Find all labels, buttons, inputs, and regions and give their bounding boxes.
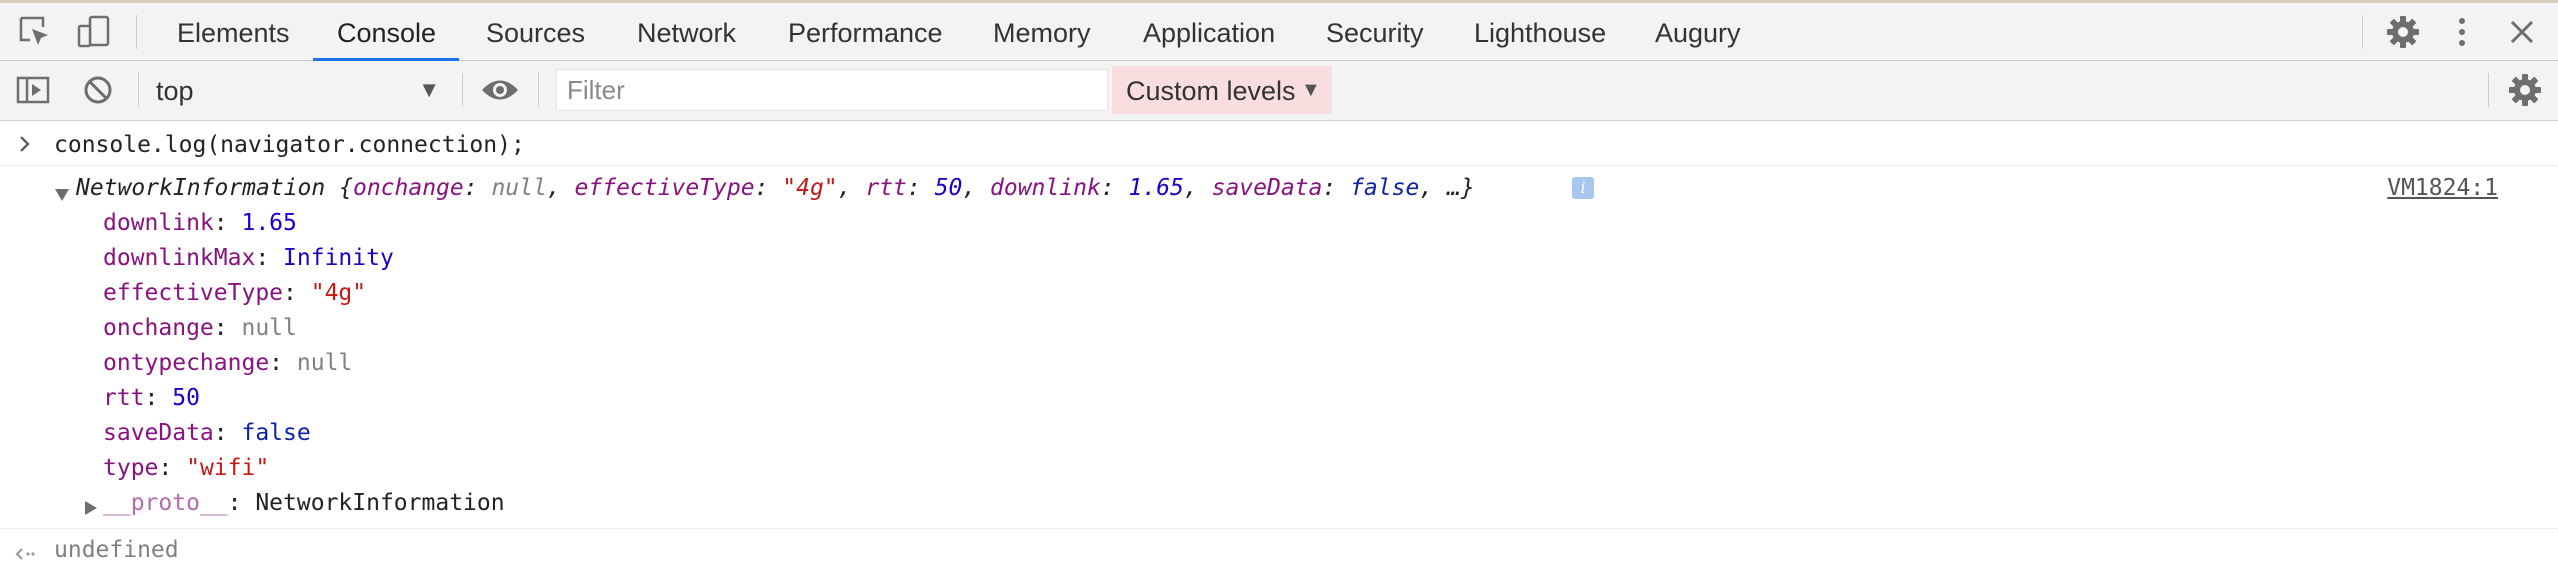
property-value: 1.65 xyxy=(241,210,297,236)
preview-key: onchange xyxy=(352,175,464,201)
active-tab-indicator xyxy=(313,58,459,61)
console-output: console.log(navigator.connection); Netwo… xyxy=(0,121,2558,578)
preview-key: downlink xyxy=(990,175,1101,201)
preview-value: "4g" xyxy=(782,175,838,201)
property-value: "wifi" xyxy=(186,455,270,481)
preview-value: 50 xyxy=(934,175,963,201)
sidebar-toggle-icon[interactable] xyxy=(16,75,50,105)
devtools-tab-bar: Elements Console Sources Network Perform… xyxy=(0,3,2558,61)
info-icon[interactable]: i xyxy=(1572,177,1594,199)
execution-context-value: top xyxy=(156,76,194,106)
property-value: null xyxy=(296,350,353,376)
property-row: rtt: 50 xyxy=(103,385,200,411)
toolbar-right-divider xyxy=(2488,73,2489,107)
object-summary-line: NetworkInformation {onchange: null, effe… xyxy=(0,171,2558,205)
property-key: effectiveType xyxy=(103,280,284,306)
proto-row[interactable]: __proto__: NetworkInformation xyxy=(0,486,2558,521)
preview-key: rtt xyxy=(865,175,907,201)
property-key: type xyxy=(103,455,159,481)
property-key: rtt xyxy=(103,385,145,411)
expand-triangle-icon[interactable] xyxy=(54,182,70,201)
filter-input[interactable] xyxy=(556,69,1108,111)
tab-console[interactable]: Console xyxy=(337,18,437,48)
property-row: downlinkMax: Infinity xyxy=(103,245,394,271)
property-row: effectiveType: "4g" xyxy=(103,280,367,306)
settings-gear-icon[interactable] xyxy=(2386,15,2420,49)
message-divider xyxy=(0,528,2558,529)
console-result-line: undefined xyxy=(0,532,2558,568)
property-value: Infinity xyxy=(283,245,394,271)
proto-key: __proto__ xyxy=(103,490,228,516)
tab-elements[interactable]: Elements xyxy=(177,18,290,48)
console-result-text: undefined xyxy=(54,537,179,563)
console-toolbar: top ▼ Custom levels ▼ xyxy=(0,61,2558,121)
preview-key: effectiveType xyxy=(574,175,755,201)
inspect-element-icon[interactable] xyxy=(18,15,52,49)
close-icon[interactable] xyxy=(2508,18,2536,46)
tab-bar-divider xyxy=(136,15,137,49)
tab-bar-right-divider xyxy=(2362,15,2363,49)
console-input-text: console.log(navigator.connection); xyxy=(54,132,525,158)
expand-triangle-right-icon[interactable] xyxy=(84,496,98,515)
preview-value: null xyxy=(491,175,547,201)
preview-open-brace: { xyxy=(339,175,353,201)
object-preview[interactable]: NetworkInformation {onchange: null, effe… xyxy=(76,171,1475,205)
property-row: downlink: 1.65 xyxy=(103,210,297,236)
result-arrow-icon xyxy=(14,542,36,560)
property-row: ontypechange: null xyxy=(103,350,353,376)
object-class-name: NetworkInformation xyxy=(76,175,326,201)
console-settings-gear-icon[interactable] xyxy=(2508,73,2542,107)
property-row: saveData: false xyxy=(103,420,311,446)
property-key: onchange xyxy=(103,315,214,341)
property-key: ontypechange xyxy=(103,350,270,376)
preview-key: saveData xyxy=(1211,175,1323,201)
more-menu-icon[interactable] xyxy=(2454,15,2470,49)
property-key: downlink xyxy=(103,210,214,236)
dropdown-arrow-icon: ▼ xyxy=(418,77,440,102)
tab-lighthouse[interactable]: Lighthouse xyxy=(1474,18,1607,48)
tab-augury[interactable]: Augury xyxy=(1655,18,1741,48)
custom-levels-label: Custom levels xyxy=(1126,76,1296,106)
property-row: type: "wifi" xyxy=(103,455,270,481)
property-value: null xyxy=(241,315,297,341)
property-value: "4g" xyxy=(310,280,367,306)
message-divider xyxy=(0,165,2558,166)
tab-network[interactable]: Network xyxy=(637,18,737,48)
custom-levels-dropdown[interactable]: Custom levels ▼ xyxy=(1112,66,1332,114)
chevron-down-icon: ▼ xyxy=(1301,79,1321,101)
device-toolbar-icon[interactable] xyxy=(76,14,112,50)
property-key: saveData xyxy=(103,420,214,446)
preview-value: false xyxy=(1350,175,1420,201)
preview-entries: onchange: null, effectiveType: "4g", rtt… xyxy=(352,175,1420,201)
console-input-line: console.log(navigator.connection); xyxy=(0,129,2558,161)
window-top-edge xyxy=(0,0,2558,3)
execution-context-select[interactable]: top ▼ xyxy=(146,69,446,111)
property-key: downlinkMax xyxy=(103,245,256,271)
tab-performance[interactable]: Performance xyxy=(788,18,943,48)
toolbar-divider xyxy=(538,73,539,107)
property-value: 50 xyxy=(172,385,200,411)
preview-tail: , …} xyxy=(1419,175,1475,201)
tab-application[interactable]: Application xyxy=(1143,18,1276,48)
toolbar-divider xyxy=(138,73,139,107)
prompt-chevron-icon xyxy=(18,134,32,154)
proto-value: NetworkInformation xyxy=(255,490,505,516)
property-value: false xyxy=(241,420,311,446)
preview-value: 1.65 xyxy=(1128,175,1184,201)
toolbar-divider xyxy=(462,73,463,107)
property-row: onchange: null xyxy=(103,315,297,341)
live-expression-eye-icon[interactable] xyxy=(480,77,520,103)
tab-memory[interactable]: Memory xyxy=(993,18,1091,48)
tab-sources[interactable]: Sources xyxy=(486,18,586,48)
clear-console-icon[interactable] xyxy=(82,74,114,106)
source-link[interactable]: VM1824:1 xyxy=(2387,175,2498,201)
tab-security[interactable]: Security xyxy=(1326,18,1424,48)
